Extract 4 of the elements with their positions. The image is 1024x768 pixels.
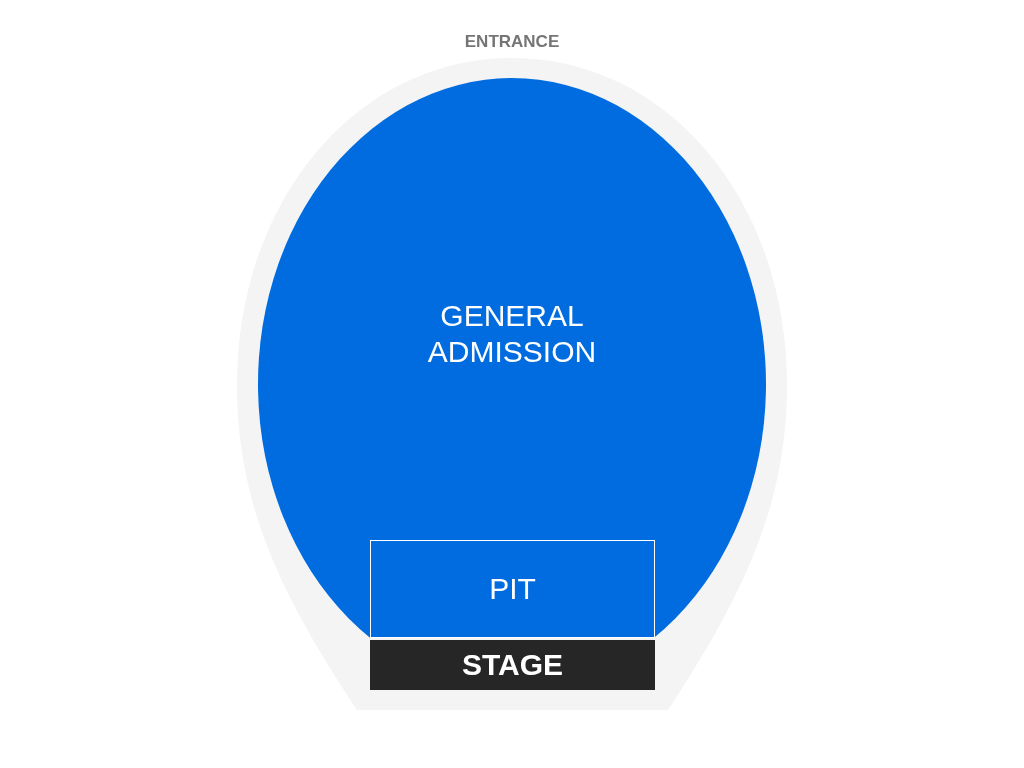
entrance-label: ENTRANCE [464, 32, 560, 52]
pit-section: PIT [370, 540, 655, 638]
section-label: GENERAL ADMISSION [426, 298, 598, 370]
stage-block: STAGE [370, 640, 655, 690]
